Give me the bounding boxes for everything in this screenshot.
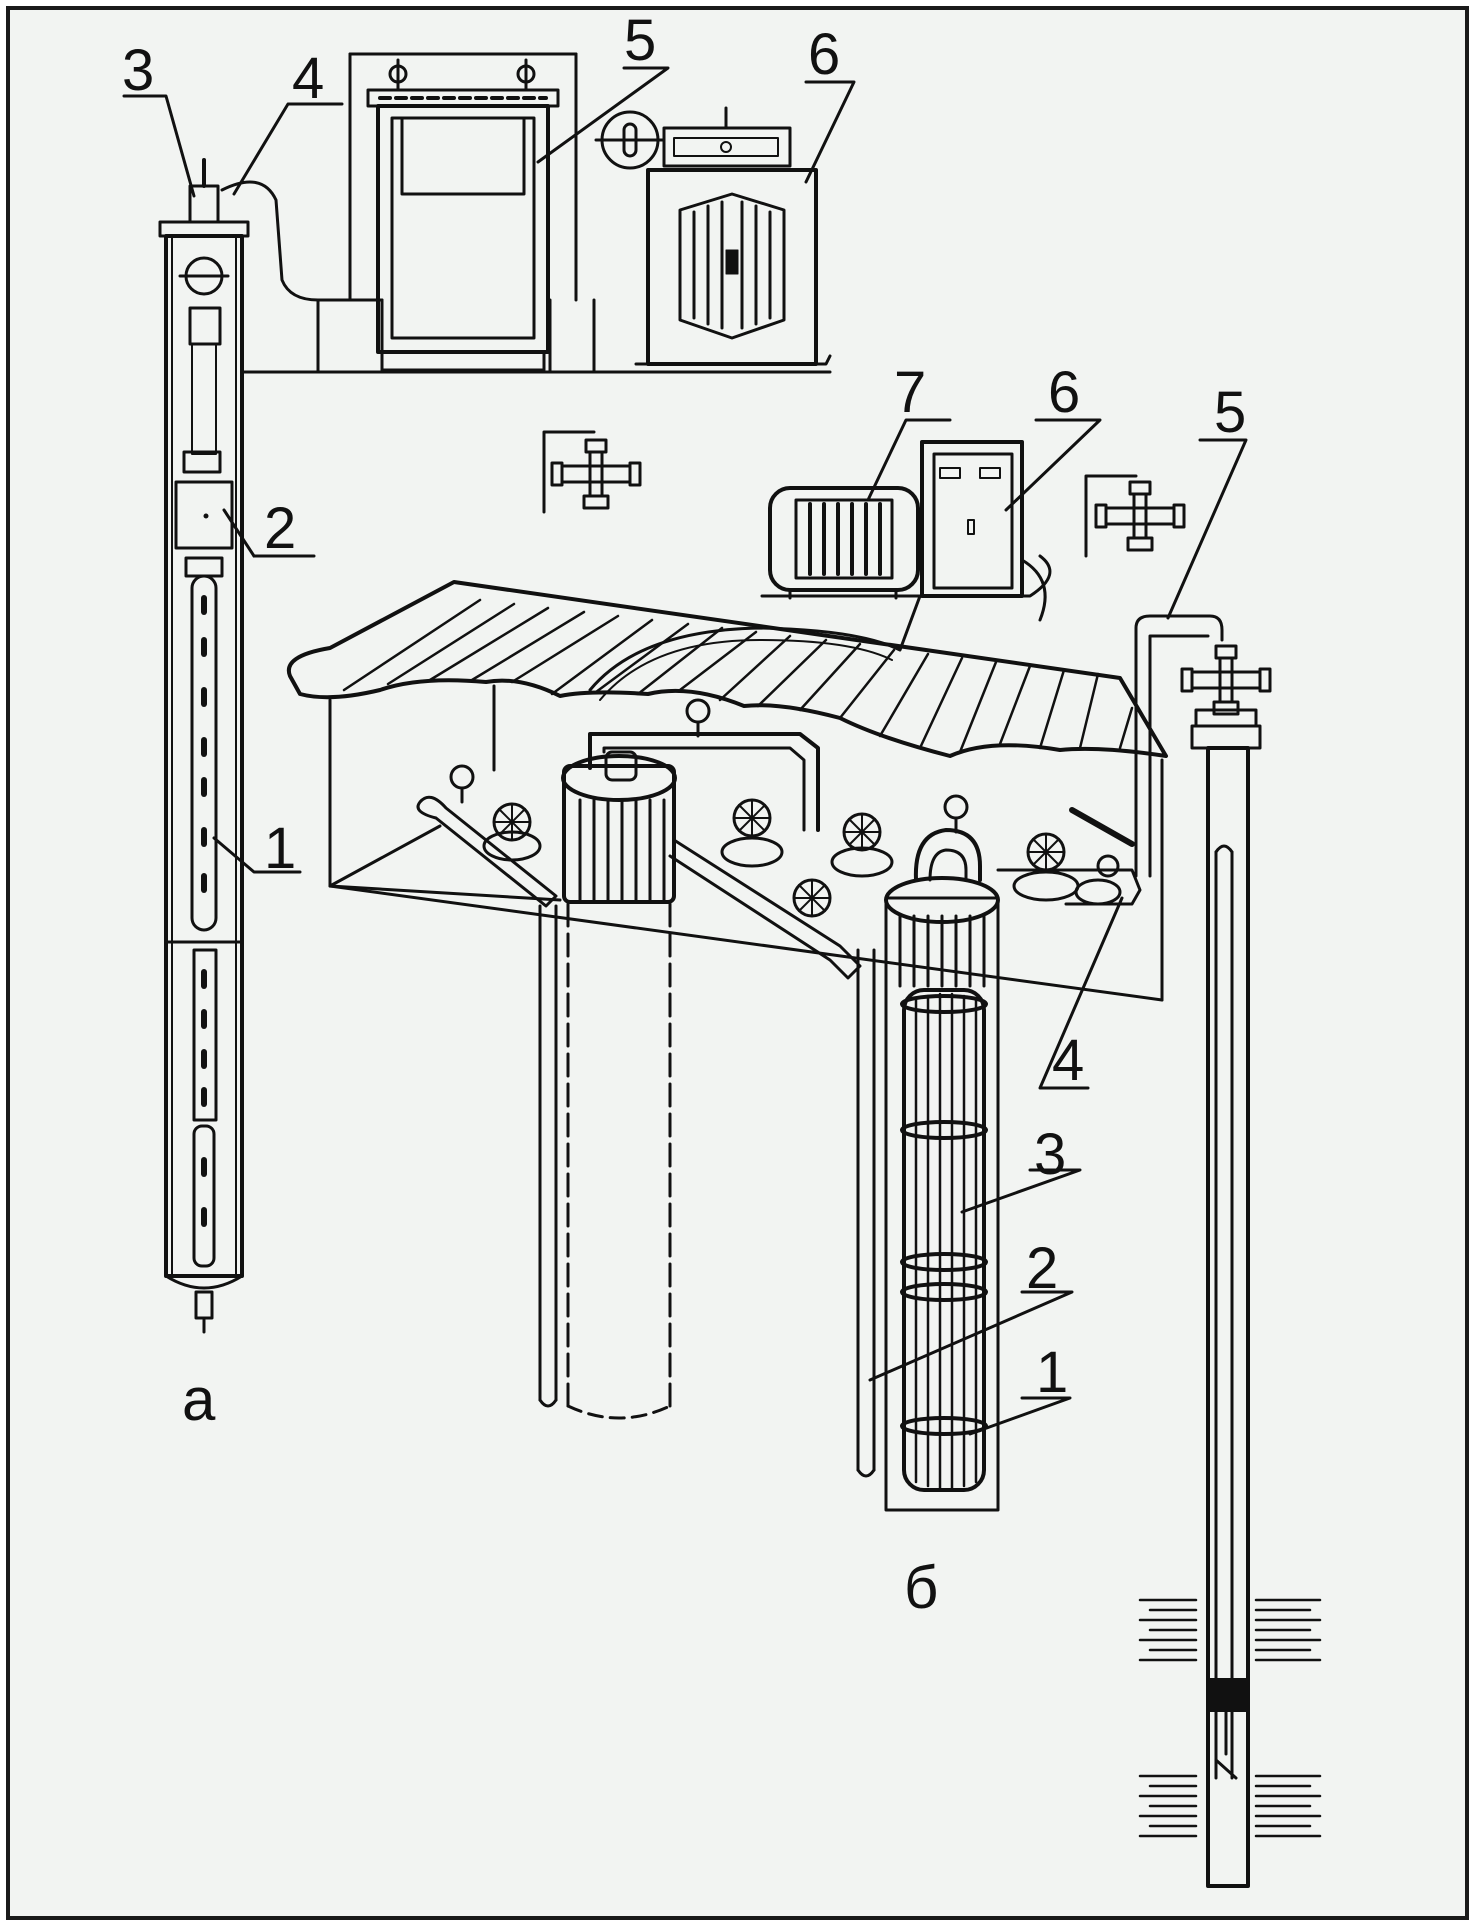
panel-a-transformer (594, 106, 832, 366)
panel-b-control-cabinet (760, 440, 1052, 622)
panel-b-caption: б (904, 1554, 938, 1621)
panel-b-callout-6: 6 (1048, 360, 1080, 425)
panel-a-callout-6: 6 (808, 22, 840, 87)
panel-a-callout-4: 4 (292, 46, 324, 111)
panel-b-callout-2: 2 (1026, 1236, 1058, 1301)
panel-a-callout-5: 5 (624, 8, 656, 73)
panel-a-callout-2: 2 (264, 496, 296, 561)
panel-b-fitting-left (542, 430, 642, 514)
panel-b-canopy (286, 580, 1168, 758)
panel-b-callout-4: 4 (1052, 1028, 1084, 1093)
panel-b-well-left (416, 698, 894, 1420)
panel-a-pump-unit (158, 158, 250, 1334)
panel-b-callout-7: 7 (894, 360, 926, 425)
panel-b-well-right (856, 794, 1142, 1512)
panel-a-callout-1: 1 (264, 816, 296, 881)
panel-b-callout-1: 1 (1036, 1340, 1068, 1405)
panel-a-caption: а (182, 1366, 216, 1433)
panel-b-platform (328, 684, 1164, 1002)
panel-a-callout-3: 3 (122, 38, 154, 103)
panel-b-callout-3: 3 (1034, 1122, 1066, 1187)
panel-b-transformer (768, 486, 920, 600)
panel-b-callout-5: 5 (1214, 380, 1246, 445)
panel-a-control-cabinet (366, 58, 560, 372)
drawing-frame (6, 6, 1469, 1920)
panel-b-producing-well (1134, 614, 1322, 1888)
leader-lines (122, 66, 1248, 1436)
panel-a-cable (220, 52, 832, 374)
panel-b-fitting-right (1084, 474, 1186, 558)
